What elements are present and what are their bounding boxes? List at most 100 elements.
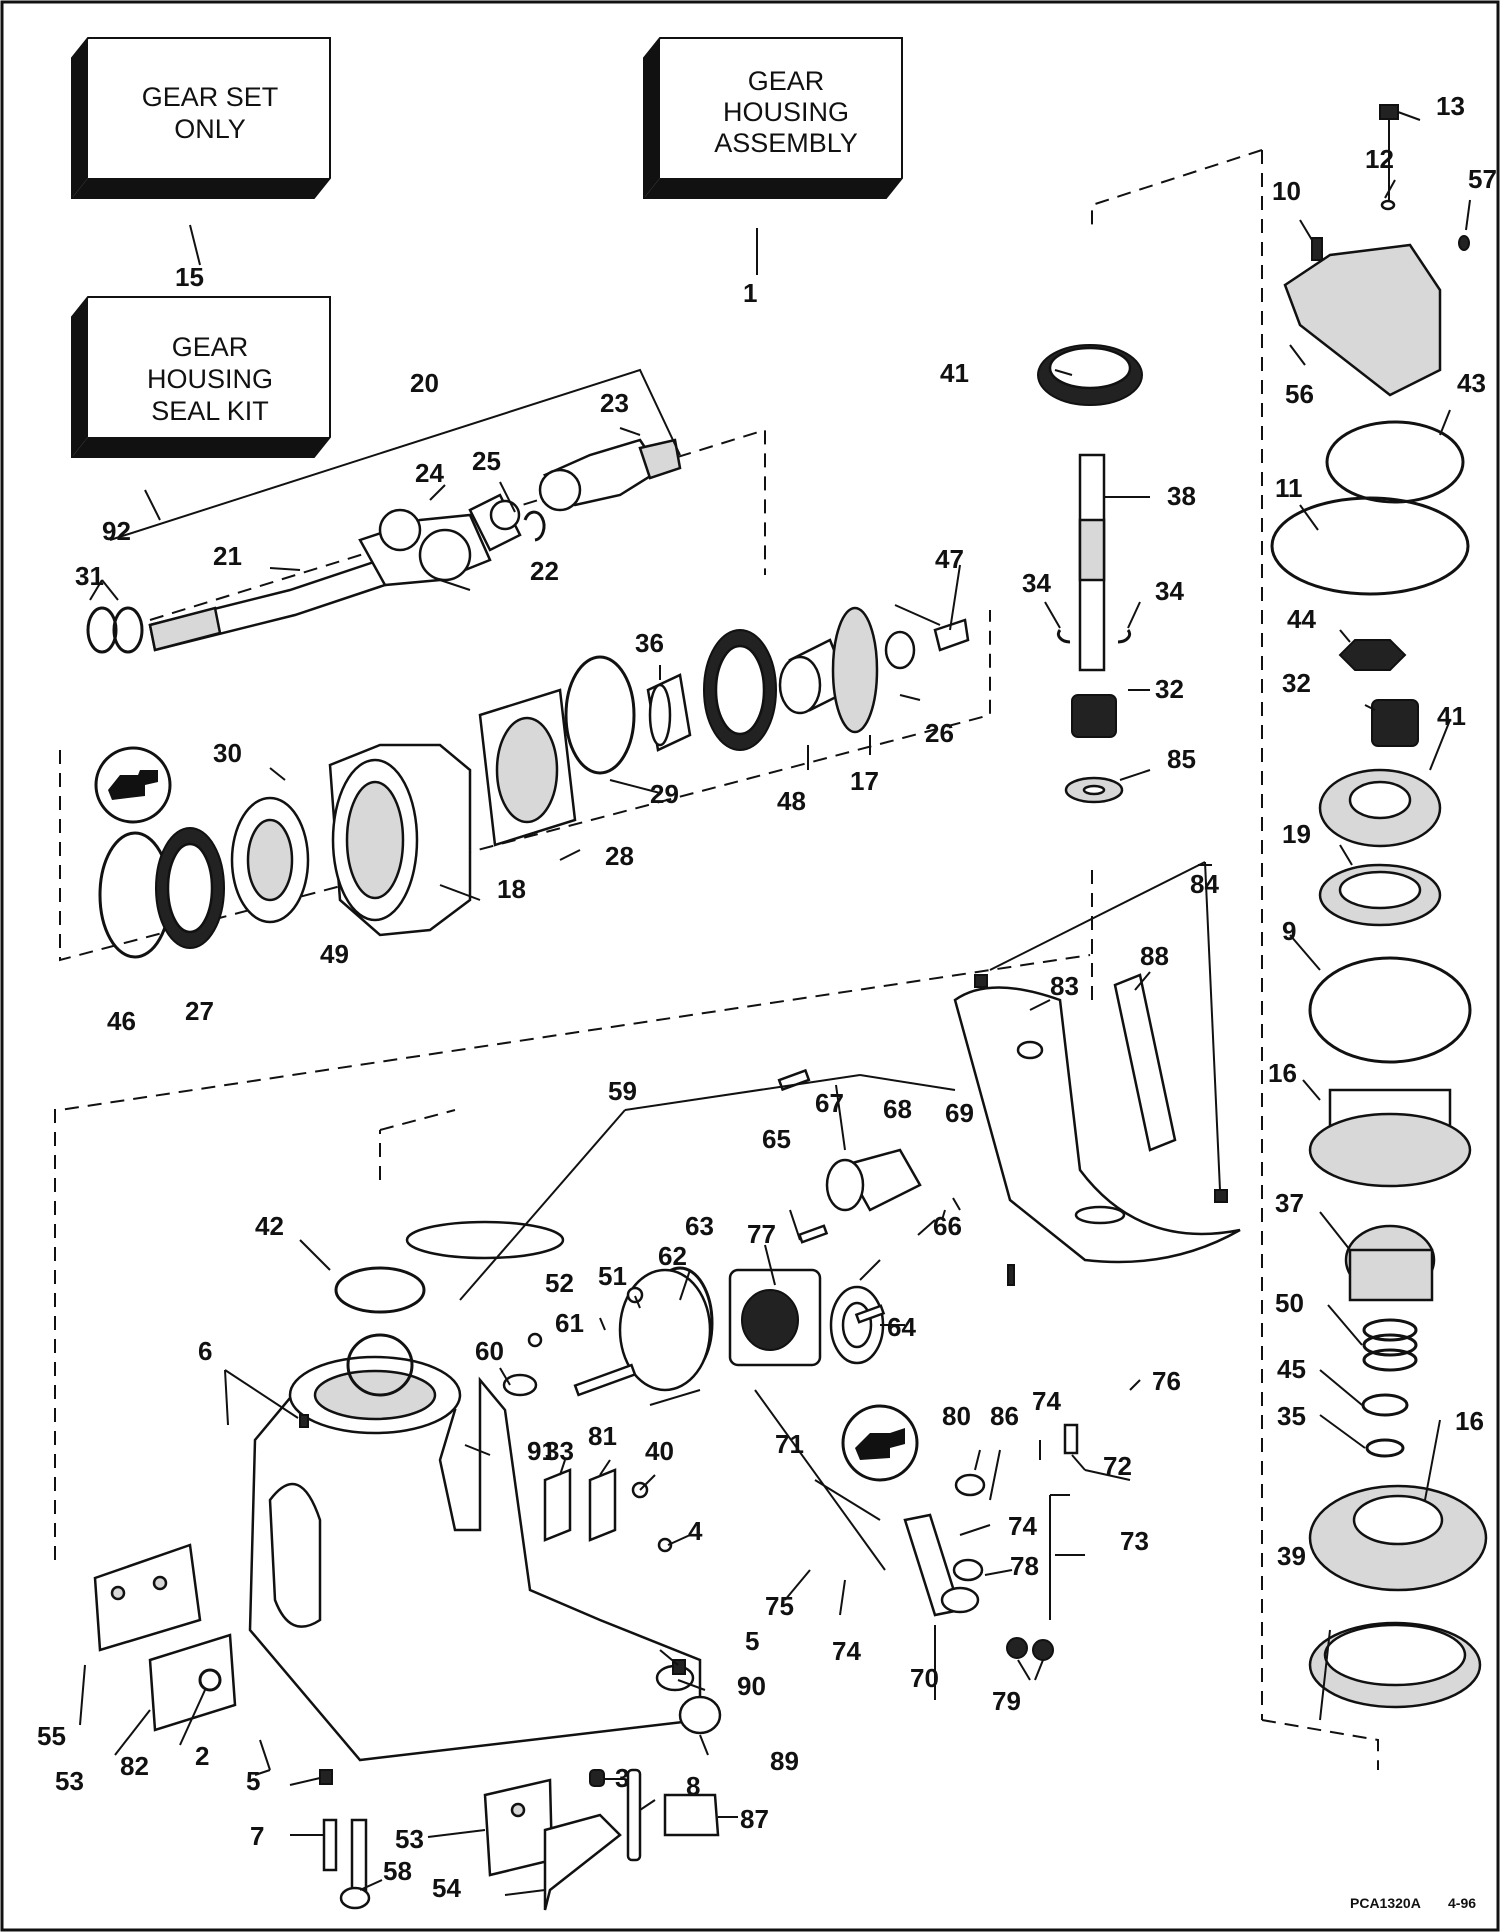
label-33: 33 xyxy=(545,1436,574,1466)
box-gear-set-only: GEAR SET ONLY xyxy=(71,37,331,199)
label-53-left: 53 xyxy=(55,1766,84,1796)
label-28: 28 xyxy=(605,841,634,871)
label-59: 59 xyxy=(608,1076,637,1106)
label-41-top: 41 xyxy=(940,358,969,388)
label-76: 76 xyxy=(1152,1366,1181,1396)
label-39: 39 xyxy=(1277,1541,1306,1571)
label-46: 46 xyxy=(107,1006,136,1036)
label-61: 61 xyxy=(555,1308,584,1338)
label-44: 44 xyxy=(1287,604,1316,634)
label-52: 52 xyxy=(545,1268,574,1298)
label-73: 73 xyxy=(1120,1526,1149,1556)
label-3: 3 xyxy=(615,1763,629,1793)
box-assembly-line3: ASSEMBLY xyxy=(714,128,858,158)
label-35: 35 xyxy=(1277,1401,1306,1431)
label-62: 62 xyxy=(658,1241,687,1271)
box-seal-kit-line1: GEAR xyxy=(172,332,249,362)
label-31: 31 xyxy=(75,561,104,591)
label-71: 71 xyxy=(775,1429,804,1459)
label-65: 65 xyxy=(762,1124,791,1154)
tool-icon-seal-installer xyxy=(841,1404,919,1482)
label-43: 43 xyxy=(1457,368,1486,398)
label-13: 13 xyxy=(1436,91,1465,121)
label-19: 19 xyxy=(1282,819,1311,849)
label-25: 25 xyxy=(472,446,501,476)
label-84: 84 xyxy=(1190,869,1219,899)
label-6: 6 xyxy=(198,1336,212,1366)
label-17: 17 xyxy=(850,766,879,796)
box-gear-housing-seal-kit: GEAR HOUSING SEAL KIT xyxy=(71,296,331,458)
label-86: 86 xyxy=(990,1401,1019,1431)
label-37: 37 xyxy=(1275,1188,1304,1218)
label-83: 83 xyxy=(1050,971,1079,1001)
label-66: 66 xyxy=(933,1211,962,1241)
label-30: 30 xyxy=(213,738,242,768)
label-81: 81 xyxy=(588,1421,617,1451)
label-87: 87 xyxy=(740,1804,769,1834)
label-74-mid: 74 xyxy=(1008,1511,1037,1541)
label-74-bottom: 74 xyxy=(832,1636,861,1666)
label-32-right: 32 xyxy=(1282,668,1311,698)
label-48: 48 xyxy=(777,786,806,816)
label-10: 10 xyxy=(1272,176,1301,206)
box-seal-kit-line2: HOUSING xyxy=(147,364,273,394)
label-55: 55 xyxy=(37,1721,66,1751)
label-4: 4 xyxy=(688,1516,703,1546)
label-47: 47 xyxy=(935,544,964,574)
label-49: 49 xyxy=(320,939,349,969)
pinion-shaft-stack xyxy=(1037,344,1143,804)
label-78: 78 xyxy=(1010,1551,1039,1581)
label-15: 15 xyxy=(175,262,204,292)
label-27: 27 xyxy=(185,996,214,1026)
label-7: 7 xyxy=(250,1821,264,1851)
box-assembly-line1: GEAR xyxy=(748,66,825,96)
label-70: 70 xyxy=(910,1663,939,1693)
label-67: 67 xyxy=(815,1088,844,1118)
label-5-lower: 5 xyxy=(246,1766,260,1796)
plates-and-small-parts xyxy=(93,974,1228,1911)
label-38: 38 xyxy=(1167,481,1196,511)
box-gear-set-only-line1: GEAR SET xyxy=(142,82,279,112)
label-8: 8 xyxy=(686,1771,700,1801)
label-68: 68 xyxy=(883,1094,912,1124)
label-41-right: 41 xyxy=(1437,701,1466,731)
label-69: 69 xyxy=(945,1098,974,1128)
label-12: 12 xyxy=(1365,144,1394,174)
label-42: 42 xyxy=(255,1211,284,1241)
box-seal-kit-line3: SEAL KIT xyxy=(151,396,269,426)
label-58: 58 xyxy=(383,1856,412,1886)
label-57: 57 xyxy=(1468,164,1497,194)
water-pump-cover-83 xyxy=(953,973,1241,1264)
label-16-upper: 16 xyxy=(1268,1058,1297,1088)
label-56: 56 xyxy=(1285,379,1314,409)
label-53-bottom: 53 xyxy=(395,1824,424,1854)
label-16-lower: 16 xyxy=(1455,1406,1484,1436)
label-54: 54 xyxy=(432,1873,461,1903)
retaining-ring xyxy=(523,510,546,542)
label-89: 89 xyxy=(770,1746,799,1776)
label-40: 40 xyxy=(645,1436,674,1466)
label-90: 90 xyxy=(737,1671,766,1701)
label-85: 85 xyxy=(1167,744,1196,774)
drive-shaft-assembly xyxy=(148,438,682,652)
label-74-top: 74 xyxy=(1032,1386,1061,1416)
seal-row xyxy=(98,606,970,959)
label-77: 77 xyxy=(747,1219,776,1249)
figure-code: PCA1320A xyxy=(1350,1895,1421,1911)
label-82: 82 xyxy=(120,1751,149,1781)
label-2: 2 xyxy=(195,1741,209,1771)
label-60: 60 xyxy=(475,1336,504,1366)
shift-mechanism xyxy=(646,1148,1079,1661)
label-32-shaft: 32 xyxy=(1155,674,1184,704)
tool-icon-gear-puller xyxy=(94,746,172,824)
label-1: 1 xyxy=(743,278,757,308)
box-assembly-line2: HOUSING xyxy=(723,97,849,127)
label-50: 50 xyxy=(1275,1288,1304,1318)
figure-date: 4-96 xyxy=(1448,1895,1476,1911)
label-80: 80 xyxy=(942,1401,971,1431)
label-36: 36 xyxy=(635,628,664,658)
label-75: 75 xyxy=(765,1591,794,1621)
label-20: 20 xyxy=(410,368,439,398)
box-gear-housing-assembly: GEAR HOUSING ASSEMBLY xyxy=(643,37,903,199)
label-23: 23 xyxy=(600,388,629,418)
